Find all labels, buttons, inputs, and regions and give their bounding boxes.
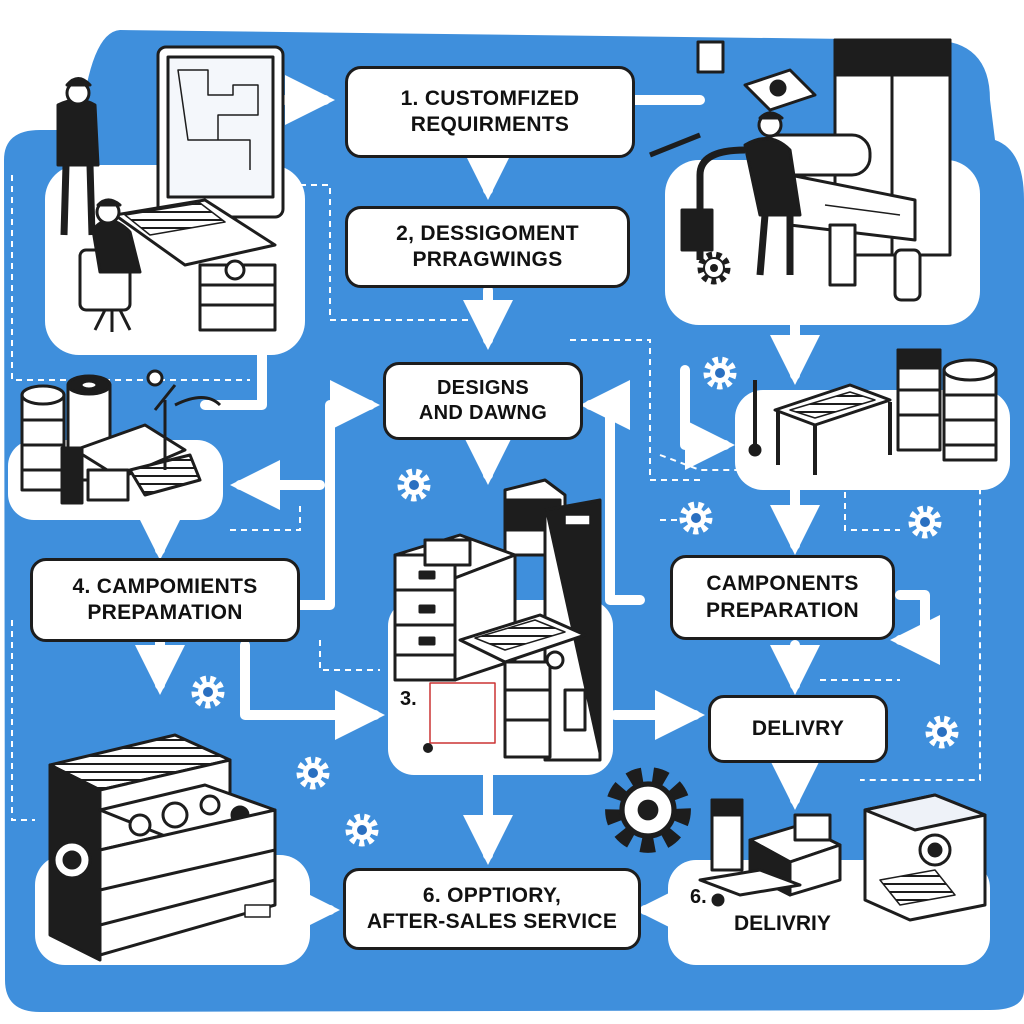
step-5-label: CAMPONENTS PREPARATION [670, 555, 895, 640]
center-step-number: 3. [400, 688, 417, 710]
step-4-line-2: PREPAMATION [87, 601, 243, 624]
step-3-line-2: AND DAWNG [418, 402, 548, 424]
step-5-line-1: CAMPONENTS [706, 572, 859, 596]
step-3-line-1: DESIGNS [436, 377, 530, 399]
step-2-line-2: PRRAGWINGS [412, 248, 563, 271]
workstation-machine [393, 478, 602, 762]
designer-at-computer [56, 45, 285, 332]
step-2-label: 2, DESSIGOMENT PRRAGWINGS [345, 206, 630, 288]
step-1-line-2: REQUIRMENTS [410, 113, 570, 136]
delivery-label: DELIVRY [708, 695, 888, 763]
machine-operator [649, 38, 952, 302]
inspection-table [748, 348, 998, 475]
delivery-line-1: DELIVRY [751, 716, 845, 740]
step-1-label: 1. CUSTOMFIZED REQUIRMENTS [345, 66, 635, 158]
connectors [135, 75, 940, 935]
step-4-label: 4. CAMPOMIENTS PREPAMATION [30, 558, 300, 642]
packaging-line [698, 793, 987, 922]
step-6-delivery-text: DELIVRIY [734, 912, 831, 935]
step-6-line-2: AFTER-SALES SERVICE [366, 910, 618, 933]
step-1-line-1: 1. CUSTOMFIZED [400, 86, 580, 110]
step-2-line-1: 2, DESSIGOMENT [396, 221, 579, 245]
material-rolls [20, 369, 222, 505]
step-3-label: DESIGNS AND DAWNG [383, 362, 583, 440]
step-6-label: 6. OPPTIORY, AFTER-SALES SERVICE [343, 868, 641, 950]
step-6-line-1: 6. OPPTIORY, [422, 883, 562, 907]
step-4-line-1: 4. CAMPOMIENTS [72, 574, 258, 598]
step-5-line-2: PREPARATION [705, 598, 860, 622]
production-machine [48, 733, 277, 962]
step-6-delivery-number: 6. [690, 886, 707, 908]
